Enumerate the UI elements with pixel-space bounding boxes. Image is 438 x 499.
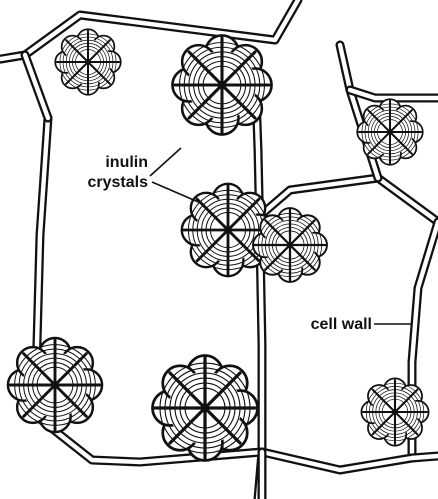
wall-overlap-masks <box>400 80 438 90</box>
crystals-leader-upper <box>150 148 181 176</box>
crystal-middle-right-partial <box>253 208 327 282</box>
crystal-top-left-partial <box>55 29 121 95</box>
crystals-leader-lower <box>152 182 203 204</box>
inulin-crystals-label-line1: inulin <box>105 154 148 171</box>
crystal-bottom-center <box>153 356 258 461</box>
crystal-top-center <box>172 35 271 134</box>
inulin-crystals-label-line2: crystals <box>88 174 149 191</box>
crystal-bottom-left <box>8 338 102 432</box>
cell-wall-label: cell wall <box>311 316 372 333</box>
crystal-bottom-right-partial <box>361 378 428 445</box>
crystal-top-right-partial <box>357 99 423 165</box>
